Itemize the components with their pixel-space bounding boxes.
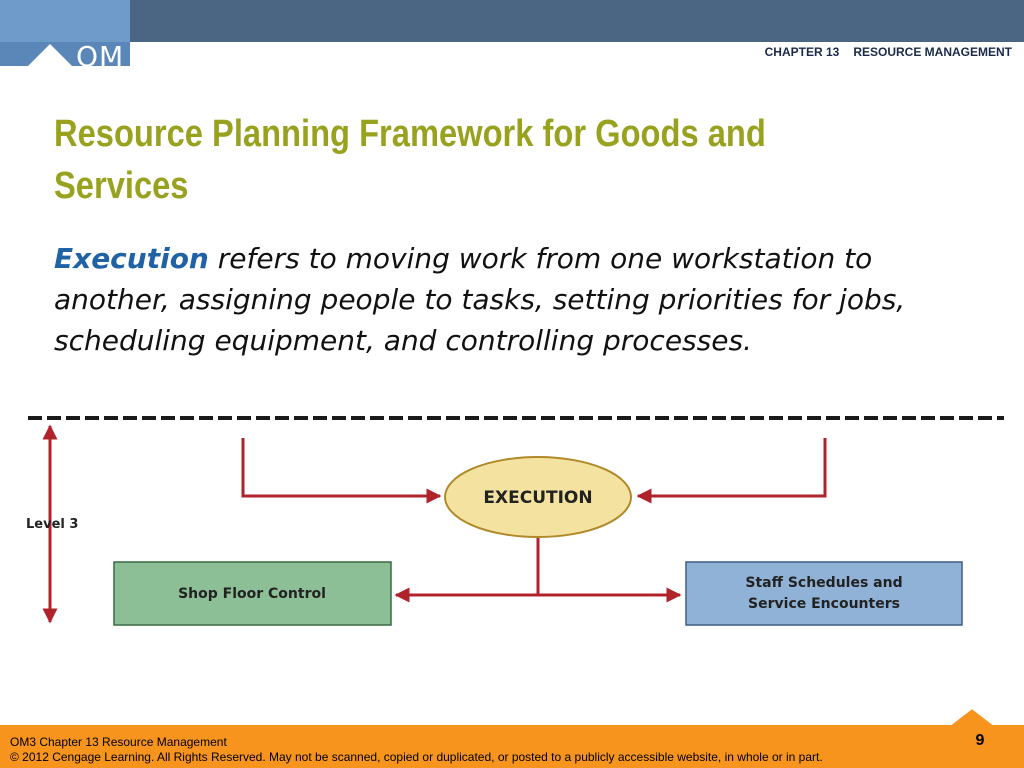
footer-course: OM3 Chapter 13 Resource Management [10, 735, 227, 749]
execution-diagram: Level 3 EXECUTION Shop Floor Control Sta… [26, 416, 1004, 626]
staff-schedules-label-1: Staff Schedules and [745, 575, 902, 591]
left-input-arrow [241, 438, 442, 504]
shop-floor-box [113, 561, 392, 626]
definition-text: refers to moving work from one workstati… [54, 242, 906, 357]
logo: OM 3 [76, 40, 153, 66]
logo-triangle-icon [28, 44, 72, 66]
footer-copyright: © 2012 Cengage Learning. All Rights Rese… [10, 750, 823, 764]
execution-node [444, 456, 632, 538]
staff-schedules-box [685, 561, 963, 626]
execution-label: EXECUTION [483, 488, 592, 508]
shop-floor-label: Shop Floor Control [178, 586, 326, 602]
right-input-arrow [636, 438, 827, 504]
footer-band: OM3 Chapter 13 Resource Management © 201… [0, 725, 1024, 768]
definition-term: Execution [54, 242, 209, 275]
page-tab-shape [944, 706, 1000, 728]
definition-paragraph: Execution refers to moving work from one… [54, 238, 984, 361]
staff-schedules-label-2: Service Encounters [748, 596, 900, 612]
page-number: 9 [975, 732, 985, 749]
level-label: Level 3 [26, 517, 78, 532]
slide-title: Resource Planning Framework for Goods an… [54, 113, 766, 207]
